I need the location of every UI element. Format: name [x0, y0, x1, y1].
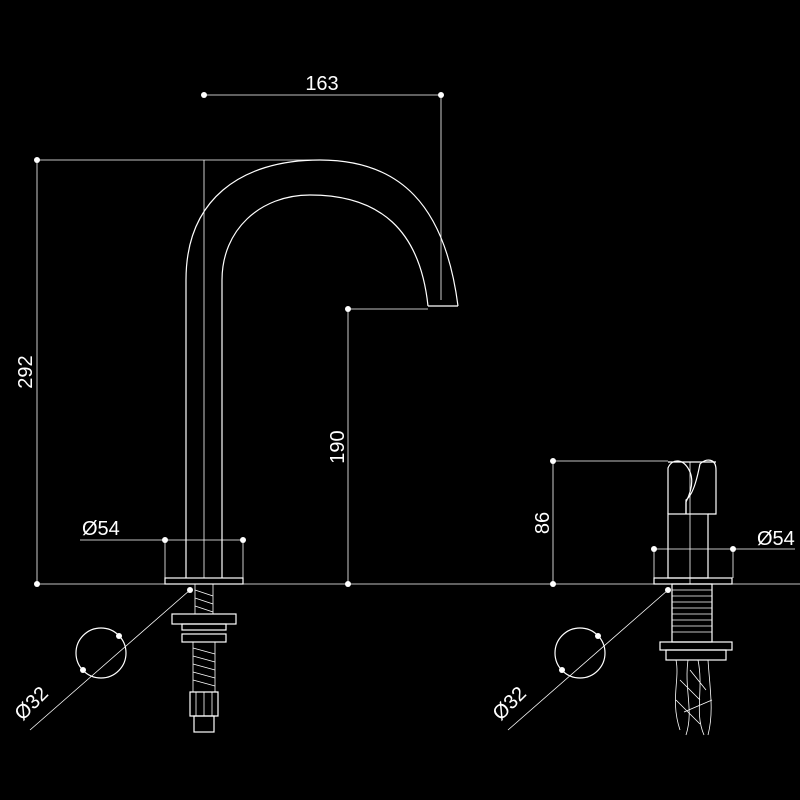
- handle-lever-right: [685, 459, 717, 515]
- spout-inner-profile: [221, 194, 429, 578]
- dim-label-190: 190: [327, 430, 349, 463]
- handle-nut: [665, 649, 727, 661]
- handle-mounting-hardware: [659, 583, 733, 736]
- spout-base-flange: [164, 577, 244, 585]
- dimension-total-height: 292: [15, 157, 320, 587]
- dimension-handle-height: 86: [532, 458, 668, 587]
- mounting-nut: [181, 633, 227, 643]
- dimension-hole-diameter-right: Ø32: [489, 587, 671, 731]
- dim-label-d54-left: Ø54: [82, 518, 120, 540]
- handle-body: [667, 513, 709, 579]
- washer-plate: [171, 613, 237, 625]
- dimension-spout-clearance: 190: [327, 306, 428, 587]
- handle-base-flange: [653, 577, 733, 585]
- spout-mounting-hardware: [171, 583, 237, 733]
- handle-washer: [659, 641, 733, 651]
- handle-valve: [653, 459, 733, 585]
- spout-faucet: [164, 159, 459, 585]
- hose-connector: [189, 691, 219, 717]
- dim-label-86: 86: [532, 512, 554, 534]
- mounting-nut-top: [181, 623, 227, 631]
- hole-circle-right: [554, 627, 606, 679]
- dimension-base-diameter-left: Ø54: [80, 518, 246, 578]
- dim-label-d54-right: Ø54: [757, 528, 795, 550]
- handle-lever-left: [667, 460, 693, 514]
- dim-label-163: 163: [305, 73, 338, 95]
- dim-label-d32-right: Ø32: [489, 683, 531, 725]
- hose-fitting: [193, 715, 215, 733]
- spout-outer-profile: [185, 159, 459, 578]
- hole-circle-left: [75, 627, 127, 679]
- dimension-base-diameter-right: Ø54: [651, 528, 795, 578]
- dimension-hole-diameter-left: Ø32: [11, 587, 193, 731]
- dimension-spout-reach: 163: [201, 73, 444, 300]
- dim-label-292: 292: [15, 355, 37, 388]
- handle-threaded-shank: [671, 583, 713, 643]
- supply-hoses: [675, 659, 713, 736]
- dim-label-d32-left: Ø32: [11, 683, 53, 725]
